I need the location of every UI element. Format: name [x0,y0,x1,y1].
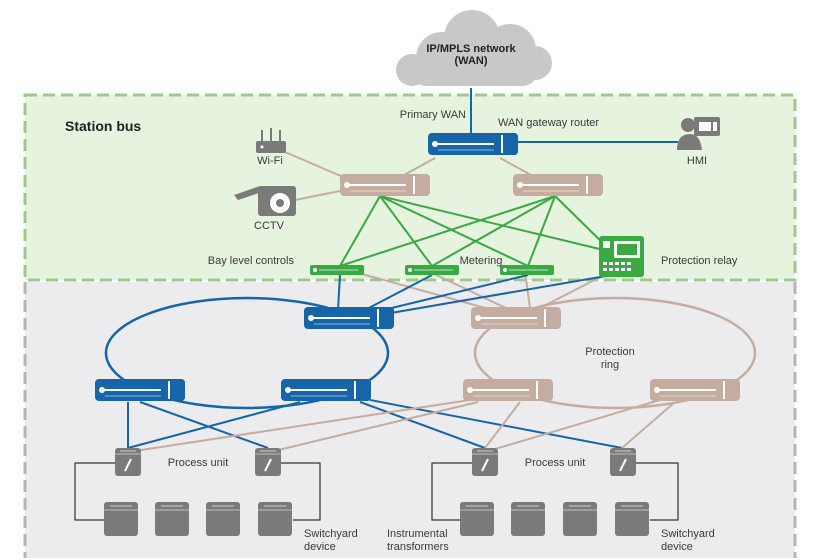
switchyard-device-5[interactable] [459,501,495,537]
wan-gateway-router-label: WAN gateway router [498,117,599,129]
blue-ring-switch-right[interactable] [280,378,372,402]
switchyard-left-label-2: device [304,541,336,553]
switchyard-left-label-1: Switchyard [304,528,358,540]
field-wiring [74,462,679,521]
wan-label-line1: IP/MPLS network [426,43,516,55]
bay-level-control-device[interactable] [309,264,365,276]
green-links [339,195,613,267]
cctv-label: CCTV [254,220,285,232]
protection-ring [473,296,757,410]
metering-device-1[interactable] [404,264,460,276]
switchyard-device-8[interactable] [614,501,650,537]
metering-label: Metering [460,255,503,267]
process-unit-1[interactable] [114,447,142,477]
hmi-label: HMI [687,155,707,167]
switchyard-device-2[interactable] [154,501,190,537]
switchyard-device-7[interactable] [562,501,598,537]
process-unit-left-label: Process unit [168,457,229,469]
protection-ring-label-1: Protection [585,346,635,358]
protection-ring-switch-left[interactable] [462,378,554,402]
cctv-icon[interactable] [234,186,296,216]
process-unit-3[interactable] [471,447,499,477]
instrumental-label-2: transformers [387,541,449,553]
process-unit-2[interactable] [254,447,282,477]
switchyard-right-label-1: Switchyard [661,528,715,540]
wan-cloud [396,10,552,86]
wan-label-line2: (WAN) [455,55,488,67]
wifi-icon[interactable] [256,128,286,153]
instrumental-label-1: Instrumental [387,528,448,540]
blue-ring [104,296,390,410]
wifi-label: Wi-Fi [257,155,283,167]
blue-ring-switch-top[interactable] [303,306,395,330]
metering-device-2[interactable] [499,264,555,276]
station-bus-title: Station bus [65,118,141,134]
blue-ring-switch-left[interactable] [94,378,186,402]
protection-relay-device[interactable] [599,236,644,277]
station-switch-right[interactable] [512,173,604,197]
protection-relay-label: Protection relay [661,255,738,267]
protection-ring-label-2: ring [601,359,619,371]
protection-ring-switch-right[interactable] [649,378,741,402]
switchyard-right-label-2: device [661,541,693,553]
switchyard-device-1[interactable] [103,501,139,537]
process-unit-right-label: Process unit [525,457,586,469]
bay-level-controls-label: Bay level controls [208,255,295,267]
switchyard-device-3[interactable] [205,501,241,537]
wan-gateway-router[interactable] [427,132,519,156]
hmi-icon[interactable] [677,117,720,150]
switchyard-device-4[interactable] [257,501,293,537]
primary-wan-label: Primary WAN [400,109,466,121]
tan-links-process [127,399,676,453]
station-switch-left[interactable] [339,173,431,197]
protection-ring-switch-top[interactable] [470,306,562,330]
switchyard-device-6[interactable] [510,501,546,537]
process-unit-4[interactable] [609,447,637,477]
blue-links-station [337,88,678,315]
